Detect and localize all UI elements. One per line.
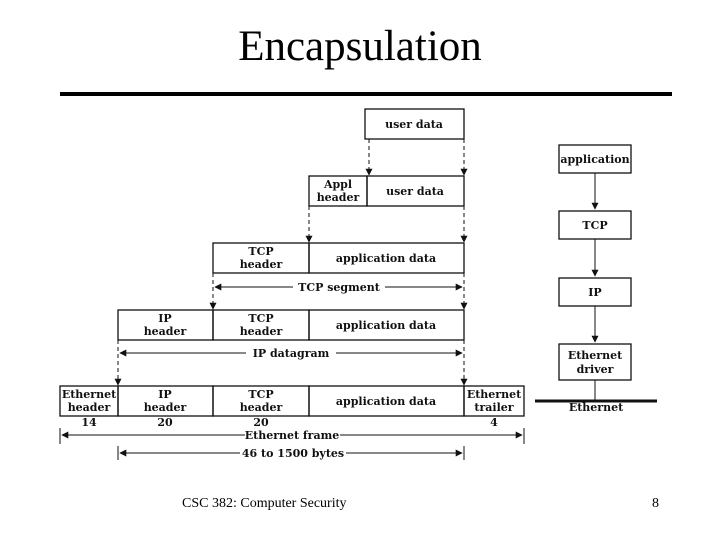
size-label-ip-header: 20 [157, 416, 173, 429]
stack-ethernet-driver-label: Ethernet [568, 349, 623, 362]
tcp-header-label: TCP [248, 388, 273, 401]
ethernet-wire-label: Ethernet [569, 401, 624, 414]
row-tcp-segment: TCP header application data [212, 242, 465, 274]
ethernet-trailer-box [463, 385, 525, 417]
row-application: Appl header user data [308, 175, 465, 207]
ip-datagram-label: IP datagram [253, 347, 330, 360]
ethernet-trailer-label: Ethernet [467, 388, 522, 401]
footer-course-label: CSC 382: Computer Security [182, 496, 347, 511]
application-data-label: application data [336, 252, 436, 265]
row-ip-datagram: IP header TCP header application data [117, 309, 465, 341]
tcp-header-label: header [240, 401, 283, 414]
size-label-ethernet-trailer: 4 [490, 416, 498, 429]
title-underline [60, 92, 672, 96]
tcp-header-label: header [240, 258, 283, 271]
application-data-box [308, 242, 465, 274]
size-label-tcp-header: 20 [253, 416, 269, 429]
ethernet-header-label: header [68, 401, 111, 414]
ip-header-label: header [144, 401, 187, 414]
user-data-label: user data [386, 185, 444, 198]
stack-tcp-label: TCP [582, 219, 607, 232]
stack-ip-label: IP [588, 286, 601, 299]
row-ethernet-frame: Ethernet header IP header TCP header app… [59, 385, 525, 417]
page-number: 8 [652, 496, 659, 511]
application-data-label: application data [336, 395, 436, 408]
ethernet-trailer-label: trailer [474, 401, 513, 414]
application-data-box [308, 309, 465, 341]
protocol-stack: application TCP IP Ethernet driver Ether… [535, 144, 657, 414]
tcp-header-label: header [240, 325, 283, 338]
ip-header-label: header [144, 325, 187, 338]
ethernet-frame-label: Ethernet frame [245, 429, 339, 442]
application-data-label: application data [336, 319, 436, 332]
appl-header-label: header [317, 191, 360, 204]
tcp-segment-label: TCP segment [298, 281, 381, 294]
size-label-ethernet-header: 14 [81, 416, 97, 429]
appl-header-label: Appl [323, 178, 352, 191]
slide-title: Encapsulation [238, 23, 482, 70]
ip-header-label: IP [158, 388, 171, 401]
user-data-box [364, 108, 465, 140]
frame-size-label: 46 to 1500 bytes [242, 447, 344, 460]
stack-application-label: application [560, 153, 629, 166]
user-data-box [366, 175, 465, 207]
ip-header-label: IP [158, 312, 171, 325]
tcp-header-label: TCP [248, 245, 273, 258]
tcp-header-label: TCP [248, 312, 273, 325]
stack-ethernet-driver-label: driver [577, 363, 614, 376]
row-user-data: user data [364, 108, 465, 140]
ethernet-header-label: Ethernet [62, 388, 117, 401]
user-data-label: user data [385, 118, 443, 131]
